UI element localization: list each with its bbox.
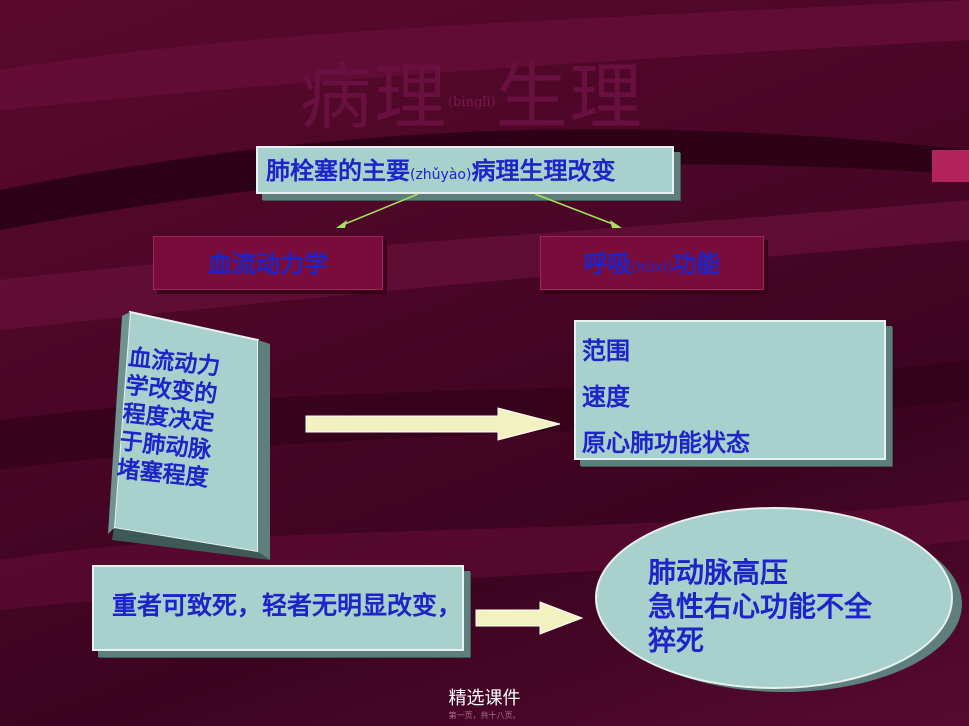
- factor-item: 范围: [582, 337, 630, 365]
- footer-page-number: 第一页，共十八页。: [448, 711, 521, 720]
- consequence-item: 肺动脉高压: [648, 556, 789, 589]
- factors-box: 范围 速度 原心肺功能状态: [574, 320, 886, 460]
- edge-tab-decoration: [932, 150, 969, 182]
- main-topic-box: 肺栓塞的主要(zhǔyào)病理生理改变: [256, 146, 674, 194]
- page-title: 病理(bìnglǐ)生理: [300, 55, 644, 139]
- consequences-text: 肺动脉高压 急性右心功能不全 猝死: [648, 556, 872, 658]
- respiration-box: 呼吸(hūxī)功能: [540, 236, 764, 290]
- factor-item: 原心肺功能状态: [582, 429, 750, 457]
- footer-label: 精选课件: [448, 688, 521, 709]
- hemodynamics-box: 血流动力学: [153, 236, 383, 290]
- consequence-item: 急性右心功能不全: [648, 590, 873, 623]
- factor-item: 速度: [582, 383, 630, 411]
- outcome-box: 重者可致死，轻者无明显改变，: [92, 565, 464, 651]
- consequences-ellipse: [595, 507, 962, 692]
- consequence-item: 猝死: [648, 624, 705, 657]
